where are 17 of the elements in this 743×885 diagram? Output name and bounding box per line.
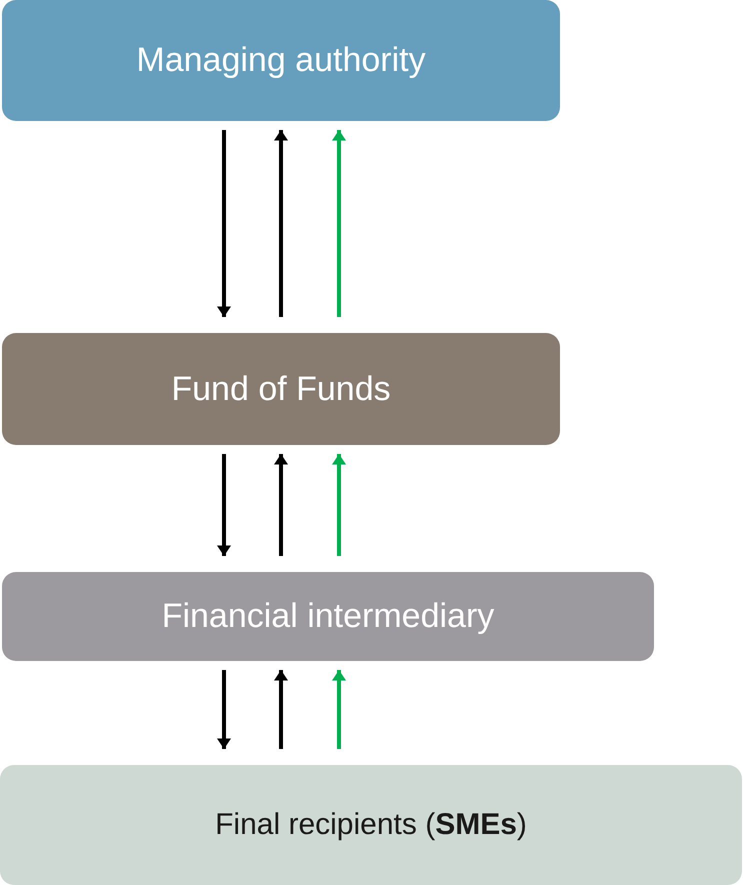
box-label: Fund of Funds: [171, 370, 391, 408]
arrow: [332, 454, 346, 556]
arrow: [217, 670, 231, 749]
box-label: Financial intermediary: [162, 597, 494, 636]
arrow: [332, 670, 346, 749]
process-box: [2, 333, 560, 445]
arrow: [274, 130, 288, 317]
arrow: [332, 130, 346, 317]
arrow: [274, 454, 288, 556]
arrow: [217, 130, 231, 317]
arrow: [217, 454, 231, 556]
process-box: [0, 765, 742, 885]
box-label: Final recipients (SMEs): [215, 808, 527, 842]
arrow: [274, 670, 288, 749]
box-label: Managing authority: [136, 41, 426, 80]
process-box: [2, 0, 560, 121]
process-box: [2, 572, 654, 661]
